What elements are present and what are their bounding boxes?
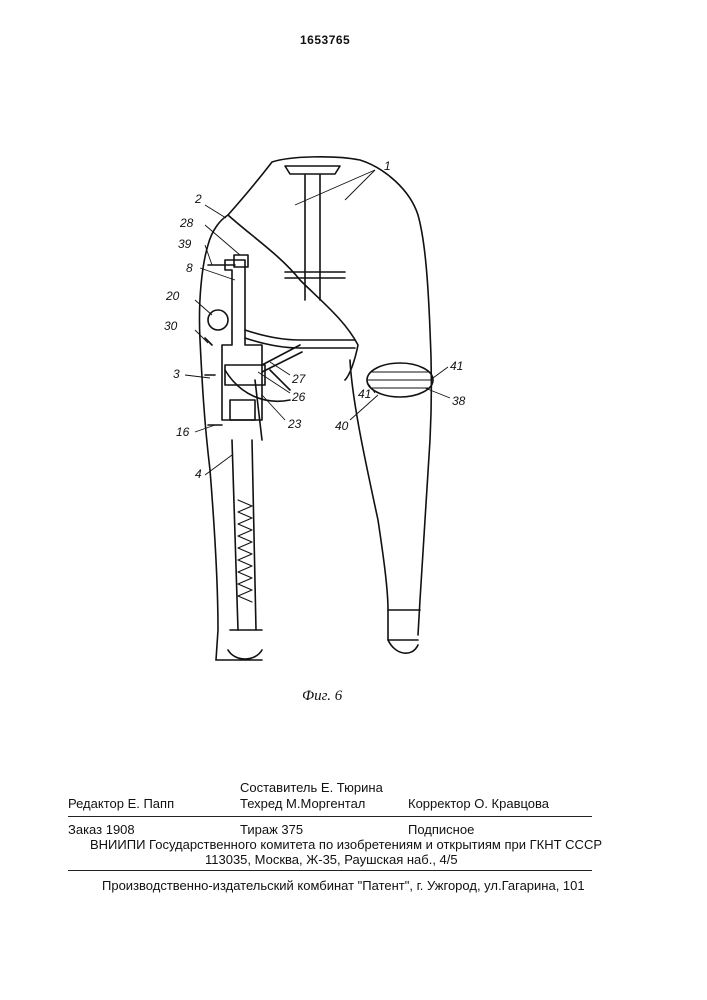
- order-number: Заказ 1908: [68, 822, 135, 837]
- figure-caption: Фиг. 6: [302, 688, 342, 705]
- label-20: 20: [165, 289, 180, 303]
- label-4: 4: [195, 467, 202, 481]
- socket-outline: [228, 157, 432, 635]
- prosthesis-drawing: 1 2 28 39 8 20 30 3 16 4 27 26 23 40 41 …: [0, 0, 707, 700]
- label-2: 2: [194, 192, 202, 206]
- label-28: 28: [179, 216, 194, 230]
- label-41-left: 41: [358, 387, 371, 401]
- label-8: 8: [186, 261, 193, 275]
- calf-outline: [350, 360, 388, 640]
- editor: Редактор Е. Папп: [68, 796, 174, 811]
- publisher: Производственно-издательский комбинат "П…: [102, 878, 585, 893]
- address: 113035, Москва, Ж-35, Раушская наб., 4/5: [205, 852, 458, 867]
- circulation: Тираж 375: [240, 822, 303, 837]
- label-40: 40: [335, 419, 349, 433]
- label-23: 23: [287, 417, 302, 431]
- divider-top: [68, 816, 592, 817]
- label-39: 39: [178, 237, 192, 251]
- label-41-right: 41: [450, 359, 463, 373]
- label-27: 27: [291, 372, 307, 386]
- label-16: 16: [176, 425, 190, 439]
- techred: Техред М.Моргентал: [240, 796, 365, 811]
- front-outline: [199, 215, 228, 660]
- corrector: Корректор О. Кравцова: [408, 796, 549, 811]
- subscription: Подписное: [408, 822, 474, 837]
- inner-shell: [228, 215, 358, 380]
- divider-bottom: [68, 870, 592, 871]
- compiler: Составитель Е. Тюрина: [240, 780, 383, 795]
- organization: ВНИИПИ Государственного комитета по изоб…: [90, 837, 602, 852]
- label-26: 26: [291, 390, 306, 404]
- label-3: 3: [173, 367, 180, 381]
- label-38: 38: [452, 394, 466, 408]
- label-30: 30: [164, 319, 178, 333]
- label-1: 1: [384, 159, 391, 173]
